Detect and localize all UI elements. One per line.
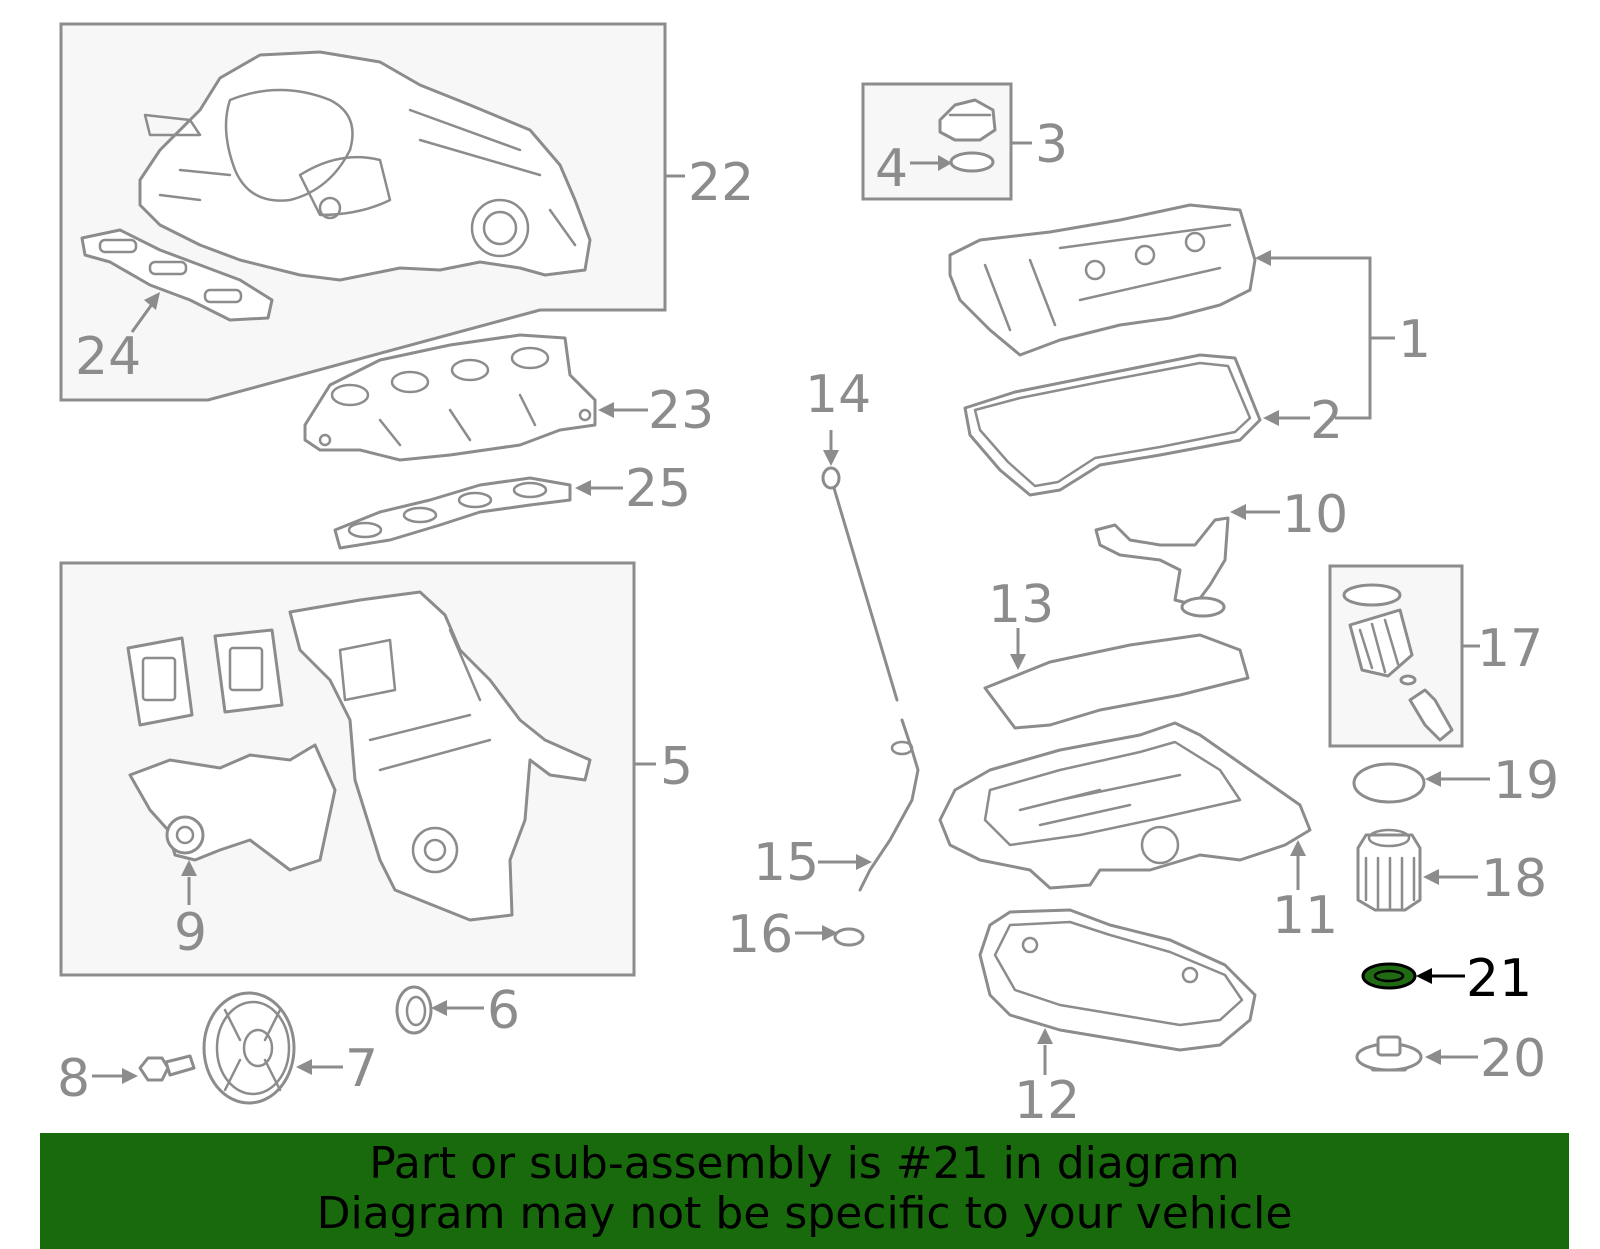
- oil-pan-gasket-part: [983, 633, 1250, 730]
- lower-oil-pan-part: [978, 908, 1257, 1052]
- drain-plug-gasket-part-21: [1361, 962, 1417, 990]
- callout-10: 10: [1282, 485, 1348, 545]
- callout-13: 13: [988, 575, 1054, 635]
- dipstick-guide-bracket: [890, 740, 914, 756]
- valve-cover-gasket-part: [963, 353, 1262, 497]
- callout-22: 22: [688, 153, 754, 213]
- callout-7: 7: [345, 1039, 378, 1099]
- callout-11: 11: [1272, 886, 1338, 946]
- info-banner: Part or sub-assembly is #21 in diagram D…: [40, 1133, 1569, 1249]
- lower-intake-manifold-part: [303, 333, 597, 462]
- valve-cover-gasket-inner: [973, 361, 1252, 488]
- callout-8: 8: [57, 1049, 90, 1109]
- callout-9: 9: [174, 903, 207, 963]
- callout-1: 1: [1398, 310, 1431, 370]
- callout-12: 12: [1014, 1071, 1080, 1131]
- callout-14: 14: [805, 365, 871, 425]
- callout-2: 2: [1310, 391, 1343, 451]
- dipstick-part: [821, 466, 899, 702]
- callout-23: 23: [648, 381, 714, 441]
- dipstick-guide-part: [858, 718, 920, 892]
- banner-part-line: Part or sub-assembly is #21 in diagram: [369, 1138, 1240, 1189]
- intake-manifold-part: [138, 50, 592, 282]
- timing-cover-kit-part: [126, 590, 592, 922]
- callout-18: 18: [1481, 849, 1547, 909]
- callout-16: 16: [727, 905, 793, 965]
- manifold-gasket-part: [80, 228, 274, 322]
- oil-filter-kit-part: [1342, 583, 1454, 742]
- filler-cap-gasket-part: [949, 151, 995, 173]
- oil-filler-cap-part: [938, 98, 997, 142]
- callout-3: 3: [1035, 115, 1068, 175]
- o-ring-part-19: [1352, 762, 1426, 804]
- oil-strainer-part: [1094, 516, 1230, 618]
- callout-21: 21: [1466, 949, 1532, 1009]
- callout-25: 25: [625, 459, 691, 519]
- valve-cover-part: [948, 203, 1257, 357]
- callout-labels: 22 24 23 25 3 4 1 2 14 10 13 17 5 19 15 …: [57, 115, 1559, 1131]
- callout-6: 6: [487, 981, 520, 1041]
- banner-disclaimer-line: Diagram may not be specific to your vehi…: [316, 1188, 1293, 1239]
- drain-plug-part: [1355, 1035, 1423, 1072]
- leader-lines: [92, 141, 1490, 1084]
- callout-4: 4: [875, 139, 908, 199]
- o-ring-part-16: [833, 927, 865, 947]
- crankshaft-seal-inner: [405, 995, 427, 1027]
- lower-gasket-part: [333, 476, 572, 550]
- oil-filter-cap-part: [1356, 828, 1422, 912]
- callout-15: 15: [753, 833, 819, 893]
- callout-19: 19: [1493, 751, 1559, 811]
- crankshaft-pulley-part: [202, 991, 296, 1105]
- callout-17: 17: [1477, 619, 1543, 679]
- callout-24: 24: [75, 327, 141, 387]
- callout-5: 5: [660, 737, 693, 797]
- callout-20: 20: [1480, 1029, 1546, 1089]
- pulley-bolt-part: [138, 1054, 196, 1082]
- upper-oil-pan-part: [938, 721, 1312, 890]
